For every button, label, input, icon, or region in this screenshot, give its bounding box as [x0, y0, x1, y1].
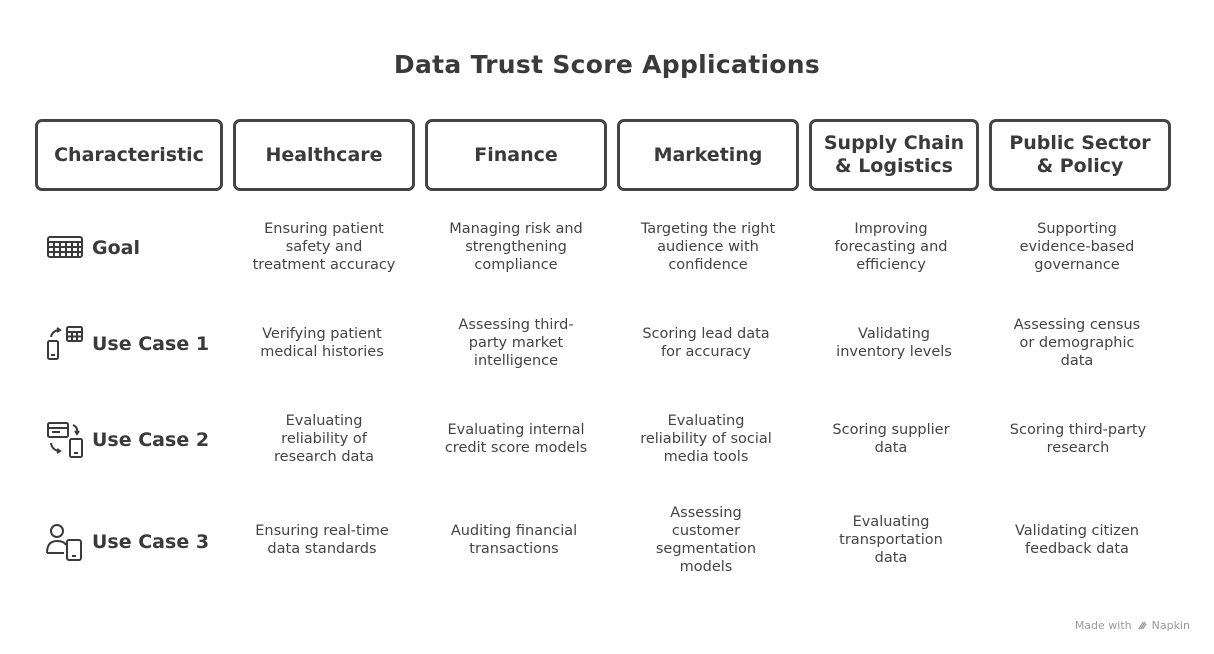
- cell-uc3-finance: Auditing financial transactions: [450, 523, 578, 557]
- cell-uc1-supply-chain: Validating inventory levels: [836, 326, 952, 360]
- cell-goal-healthcare: Ensuring patient safety and treatment ac…: [252, 221, 396, 273]
- cell-uc2-finance: Evaluating internal credit score models: [444, 422, 588, 456]
- header-supply-chain: Supply Chain & Logistics: [809, 119, 979, 191]
- cell-uc1-public-sector: Assessing census or demographic data: [1013, 317, 1141, 369]
- made-with-label: Made with: [1074, 619, 1132, 632]
- cell-goal-marketing: Targeting the right audience with confid…: [640, 221, 776, 273]
- cell-uc3-supply-chain: Evaluating transportation data: [839, 514, 943, 566]
- cell-uc2-marketing: Evaluating reliability of social media t…: [640, 413, 772, 465]
- cell-goal-supply-chain: Improving forecasting and efficiency: [834, 221, 948, 273]
- row-label-goal: Goal: [46, 228, 140, 268]
- cell-uc1-finance: Assessing third- party market intelligen…: [458, 317, 574, 369]
- cell-uc1-healthcare: Verifying patient medical histories: [260, 326, 384, 360]
- made-with-napkin[interactable]: Made with Napkin: [1075, 619, 1190, 632]
- row-label-text: Goal: [92, 237, 140, 259]
- napkin-logo-icon: [1137, 621, 1147, 630]
- cell-goal-public-sector: Supporting evidence-based governance: [1019, 221, 1135, 273]
- row-label-use-case-3: Use Case 3: [46, 522, 209, 562]
- header-healthcare: Healthcare: [233, 119, 415, 191]
- napkin-brand-label: Napkin: [1151, 619, 1190, 632]
- header-marketing: Marketing: [617, 119, 799, 191]
- header-characteristic: Characteristic: [35, 119, 223, 191]
- cell-uc1-marketing: Scoring lead data for accuracy: [642, 326, 770, 360]
- cell-uc3-healthcare: Ensuring real-time data standards: [255, 523, 389, 557]
- cell-uc3-public-sector: Validating citizen feedback data: [1015, 523, 1139, 557]
- device-sync-icon: [47, 326, 83, 360]
- cell-uc2-public-sector: Scoring third-party research: [1009, 422, 1147, 456]
- cell-goal-finance: Managing risk and strengthening complian…: [449, 221, 583, 273]
- user-phone-icon: [46, 524, 82, 561]
- cell-uc3-marketing: Assessing customer segmentation models: [655, 505, 757, 575]
- row-label-text: Use Case 1: [92, 333, 210, 355]
- row-label-text: Use Case 2: [92, 429, 210, 451]
- header-finance: Finance: [425, 119, 607, 191]
- header-public-sector: Public Sector & Policy: [989, 119, 1171, 191]
- row-label-use-case-2: Use Case 2: [46, 420, 209, 460]
- row-label-text: Use Case 3: [92, 531, 210, 553]
- page-title: Data Trust Score Applications: [393, 50, 821, 79]
- cell-uc2-healthcare: Evaluating reliability of research data: [274, 413, 374, 465]
- card-transfer-icon: [47, 422, 83, 458]
- cell-uc2-supply-chain: Scoring supplier data: [832, 422, 950, 456]
- row-label-use-case-1: Use Case 1: [46, 324, 209, 364]
- calculator-icon: [47, 236, 83, 258]
